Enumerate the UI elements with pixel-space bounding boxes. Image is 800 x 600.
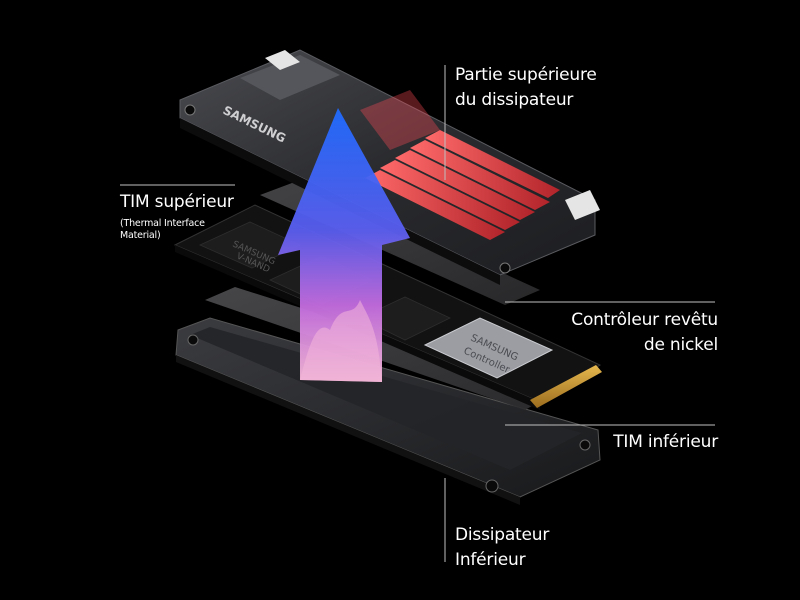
label-bottom-heatsink-line2: Inférieur: [455, 550, 526, 570]
label-tim-bottom-line1: TIM inférieur: [613, 432, 718, 452]
label-controller-line1: Contrôleur revêtu: [571, 310, 718, 330]
label-tim-top-sub2: Material): [120, 230, 161, 241]
label-tim-bottom: TIM inférieur: [613, 430, 718, 455]
flame-effect: [300, 300, 382, 382]
heat-flow-arrow: [278, 108, 410, 382]
label-tim-top-sub1: (Thermal Interface: [120, 218, 205, 229]
label-tim-top-line1: TIM supérieur: [120, 192, 234, 212]
gold-contacts: [530, 365, 602, 408]
leader-lines: [120, 65, 715, 562]
label-bottom-heatsink-line1: Dissipateur: [455, 525, 550, 545]
label-tim-top: TIM supérieur (Thermal Interface Materia…: [120, 190, 234, 242]
label-controller: Contrôleur revêtu de nickel: [571, 308, 718, 358]
nickel-controller: [423, 317, 554, 379]
bottom-heatsink: [175, 317, 601, 505]
label-controller-line2: de nickel: [643, 335, 718, 355]
label-top-heatsink-line1: Partie supérieure: [455, 65, 597, 85]
label-top-heatsink-line2: du dissipateur: [455, 90, 574, 110]
label-top-heatsink: Partie supérieure du dissipateur: [455, 63, 597, 113]
label-bottom-heatsink: Dissipateur Inférieur: [455, 523, 549, 573]
